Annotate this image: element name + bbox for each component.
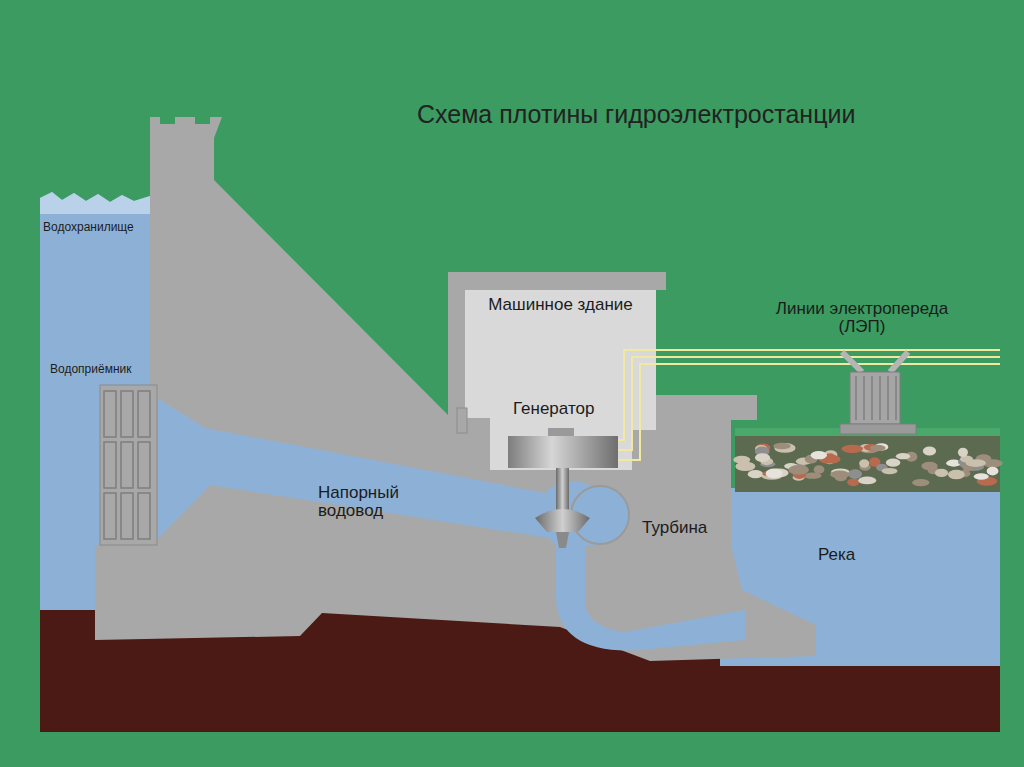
part-label: Турбина	[642, 519, 732, 537]
pebbles	[870, 445, 886, 452]
intake-grate	[104, 493, 116, 539]
pebbles	[773, 443, 790, 449]
intake-grate	[121, 442, 133, 488]
transformer	[895, 376, 897, 420]
pebbles	[835, 474, 847, 481]
penstock	[157, 398, 745, 650]
pebbles	[923, 446, 936, 455]
pebbles	[748, 470, 763, 478]
pebbles	[735, 462, 755, 471]
transformer	[840, 424, 916, 434]
pebbles	[912, 479, 929, 486]
pebbles	[811, 451, 827, 459]
transformer	[855, 376, 857, 420]
pebbles	[847, 478, 859, 486]
intake-grate	[138, 391, 150, 437]
part-label: Водоприёмник	[50, 363, 160, 376]
pebbles	[814, 465, 825, 474]
pebbles	[859, 459, 869, 467]
transformer	[850, 372, 900, 424]
pebbles	[788, 465, 809, 475]
intake-grate	[121, 493, 133, 539]
area-label: Водохранилище	[43, 221, 153, 234]
generator	[508, 436, 618, 468]
pebbles	[841, 445, 863, 453]
generator-top	[548, 428, 574, 436]
reservoir-surface	[40, 192, 150, 214]
intake-grate	[121, 391, 133, 437]
hall-door	[457, 408, 467, 433]
pebbles	[886, 459, 901, 467]
transformer	[842, 352, 908, 372]
pebbles	[948, 470, 965, 480]
diagram-title: Схема плотины гидроэлектростанции	[417, 101, 855, 127]
dam-body	[95, 117, 816, 661]
power-lines	[618, 350, 1000, 460]
intake-grate	[104, 391, 150, 539]
turbine-shaft	[556, 468, 569, 513]
transformer	[887, 376, 889, 420]
power-lines	[618, 357, 1000, 450]
turbine-runner	[535, 509, 590, 532]
intake	[100, 385, 157, 545]
pebbles	[958, 448, 968, 457]
pebbles	[935, 469, 948, 477]
intake-grate	[104, 442, 116, 488]
part-label: Линии электропереда (ЛЭП)	[762, 300, 962, 336]
machine-hall-node: Машинное зданиеГенератор	[465, 290, 656, 470]
river-bank	[735, 428, 1000, 492]
intake-grate	[138, 493, 150, 539]
pebbles	[974, 473, 989, 479]
pebbles	[755, 453, 770, 462]
intake-grate	[104, 391, 116, 437]
power-lines	[618, 364, 1000, 460]
pebbles	[733, 443, 1003, 486]
turbine-cone	[556, 532, 569, 548]
area-label: Река	[818, 546, 898, 564]
transformer	[871, 376, 873, 420]
pebbles	[858, 477, 876, 485]
transformer	[840, 352, 916, 434]
machine-hall	[465, 290, 656, 470]
part-name: Генератор	[513, 400, 643, 418]
part-label: Напорный водовод	[318, 484, 428, 520]
pebbles	[896, 453, 910, 459]
pebbles	[766, 469, 783, 479]
pebbles	[987, 467, 999, 476]
transformer	[879, 376, 881, 420]
transformer	[856, 376, 896, 420]
pebbles	[921, 462, 937, 470]
pebbles	[848, 469, 862, 479]
transformer	[863, 376, 865, 420]
pebbles	[882, 468, 898, 474]
intake-grate	[138, 442, 150, 488]
node-heading: Машинное здание	[485, 296, 636, 314]
